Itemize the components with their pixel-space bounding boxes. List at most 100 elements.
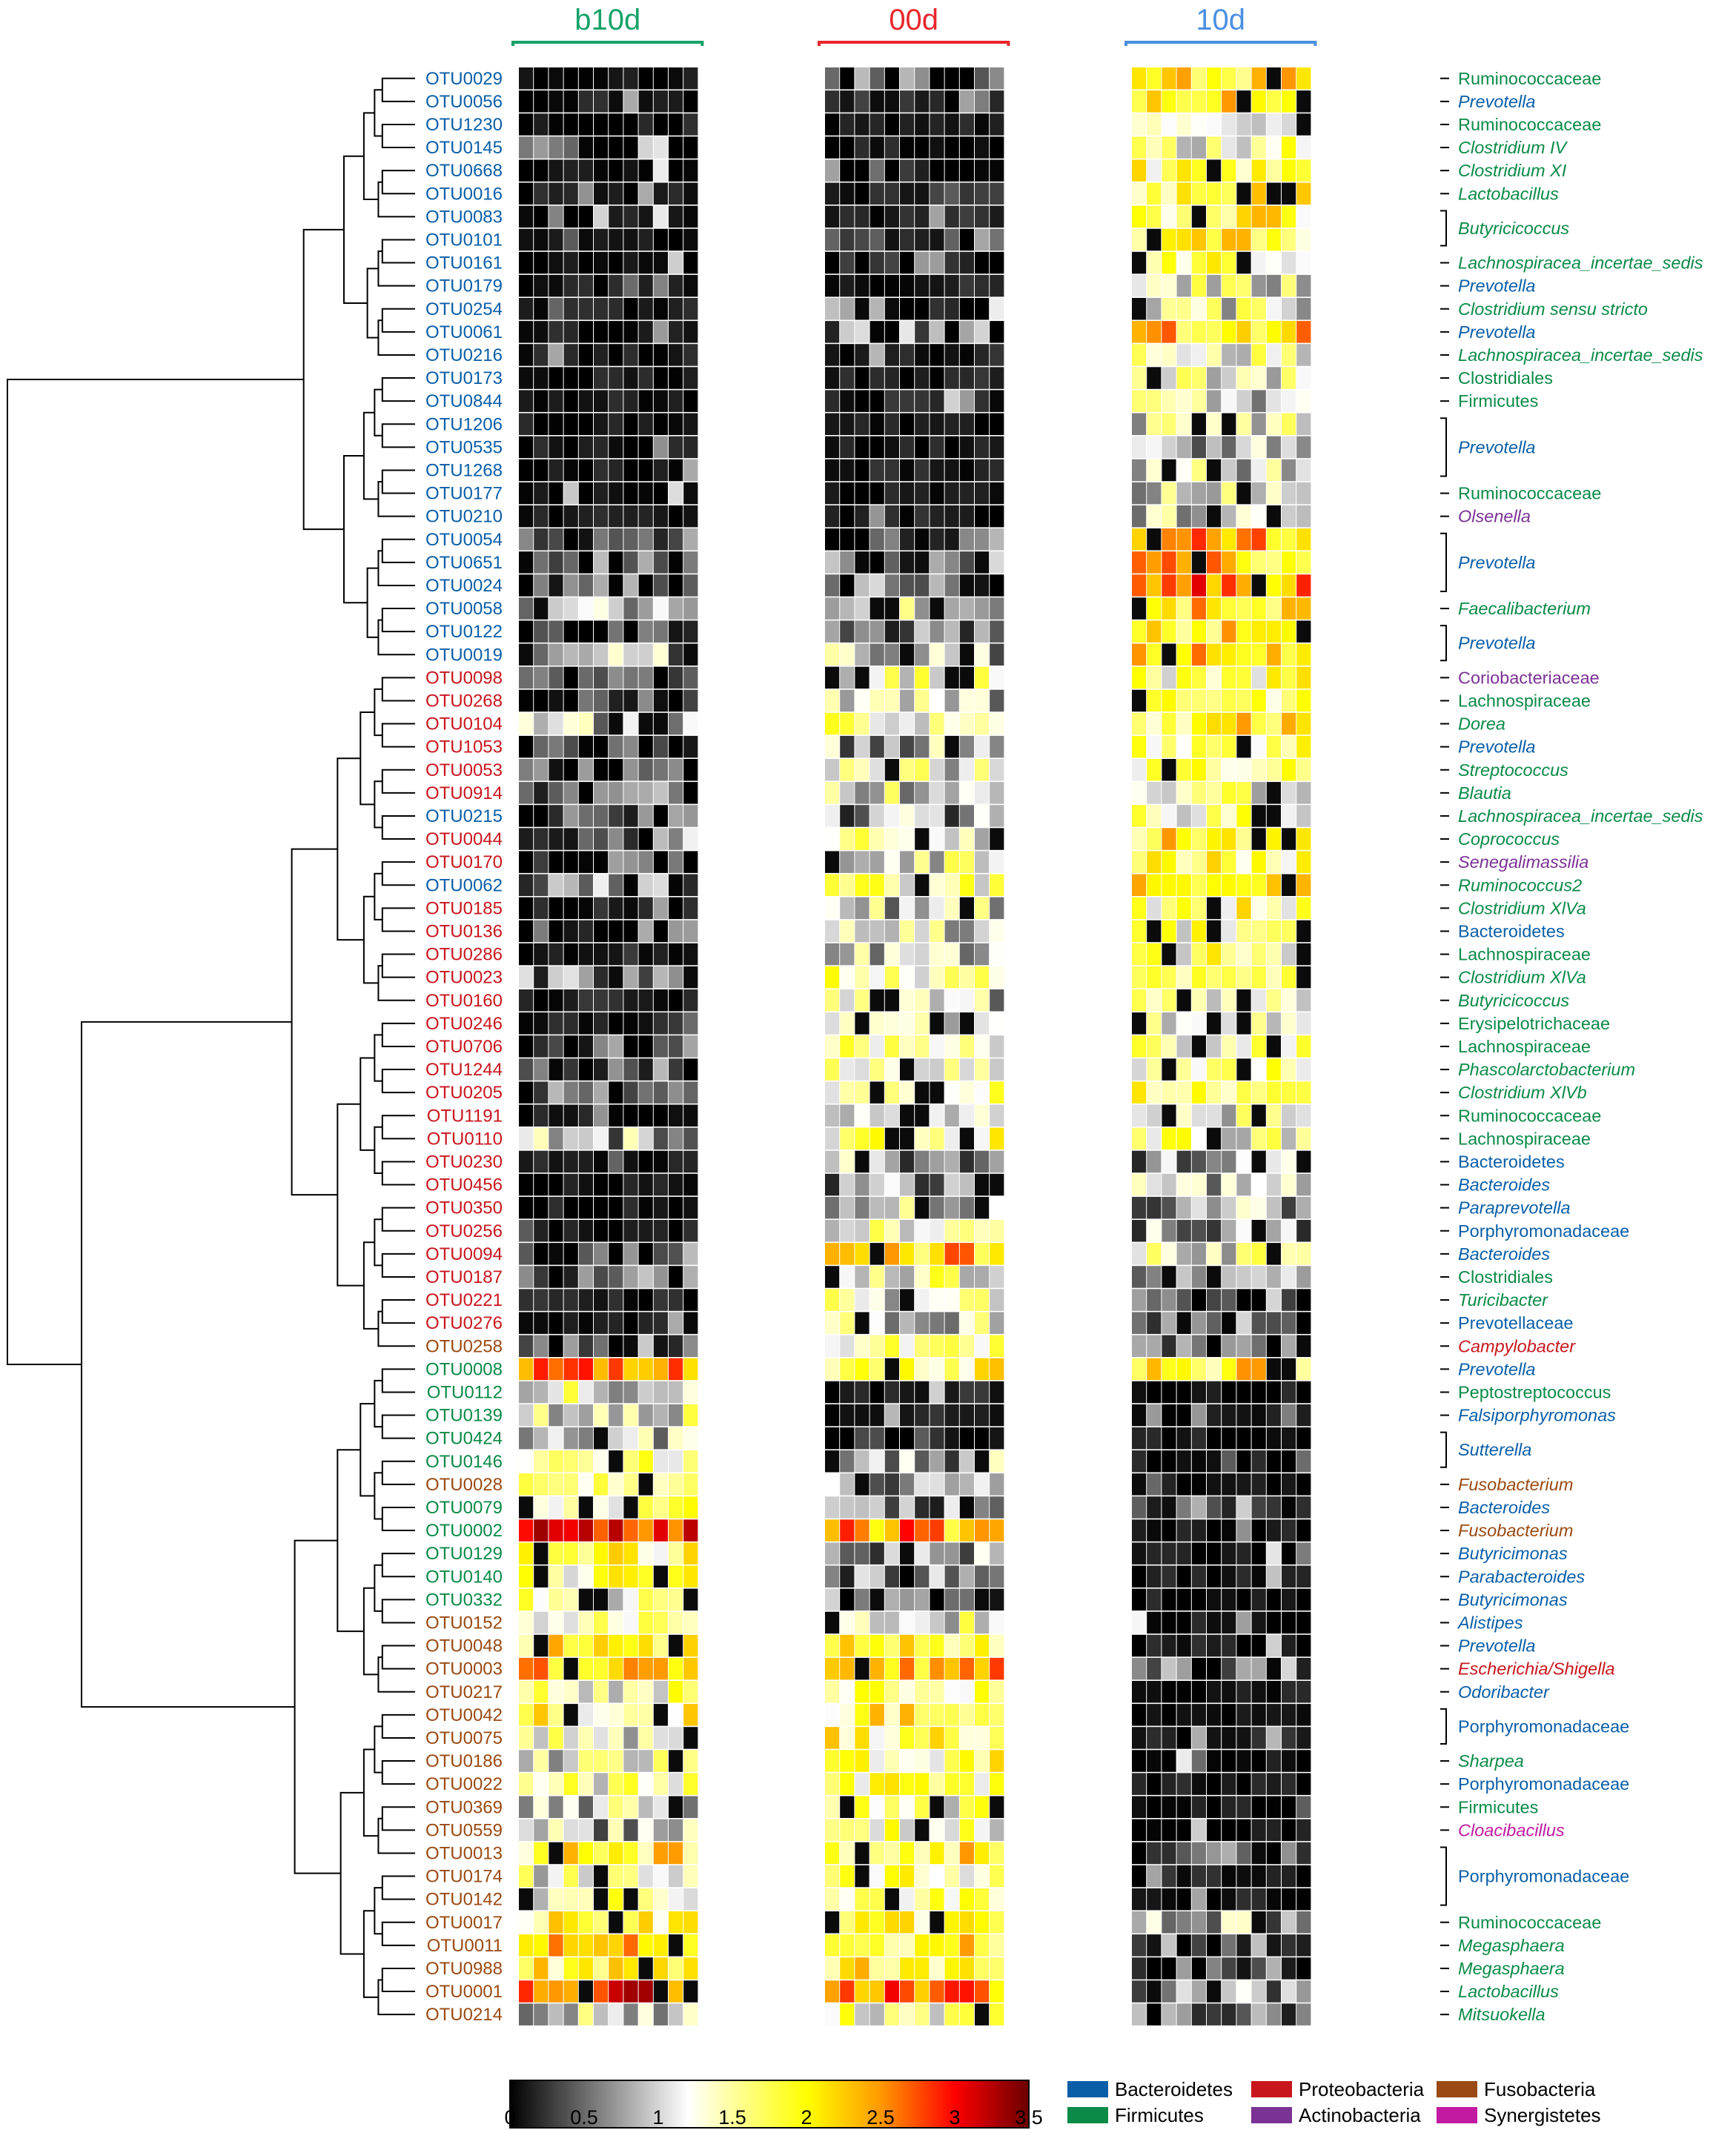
heatmap-cell xyxy=(944,344,959,366)
taxon-label: Lactobacillus xyxy=(1458,1982,1559,2001)
heatmap-cell xyxy=(855,897,869,920)
heatmap-cell xyxy=(900,735,915,758)
heatmap-cell xyxy=(594,1634,609,1657)
otu-label: OTU0028 xyxy=(425,1475,503,1495)
heatmap-cell xyxy=(1236,1727,1251,1749)
heatmap-cell xyxy=(869,689,884,712)
heatmap-cell xyxy=(1176,1381,1191,1404)
heatmap-cell xyxy=(1282,989,1296,1012)
heatmap-cell xyxy=(944,666,959,689)
heatmap-cell xyxy=(519,113,534,136)
heatmap-cell xyxy=(1282,1704,1296,1726)
heatmap-cell xyxy=(990,1565,1004,1587)
dendrogram-branch xyxy=(381,77,400,102)
heatmap-cell xyxy=(1191,1957,1206,1980)
heatmap-cell xyxy=(855,1220,869,1242)
heatmap-cell xyxy=(990,1312,1004,1334)
heatmap-cell xyxy=(534,712,549,735)
heatmap-cell xyxy=(1162,1127,1176,1150)
heatmap-cell xyxy=(1162,689,1176,712)
otu-label: OTU0246 xyxy=(425,1014,503,1034)
heatmap-cell xyxy=(884,390,899,412)
heatmap-cell xyxy=(623,1565,638,1587)
heatmap-cell xyxy=(549,1704,563,1726)
heatmap-cell xyxy=(1147,1727,1162,1749)
heatmap-cell xyxy=(683,182,698,205)
heatmap-cell xyxy=(1147,205,1162,228)
heatmap-cell xyxy=(855,1058,869,1081)
heatmap-cell xyxy=(594,367,609,389)
heatmap-cell xyxy=(683,1312,698,1334)
heatmap-cell xyxy=(915,1611,930,1634)
heatmap-cell xyxy=(1236,1496,1251,1519)
heatmap-cell xyxy=(1251,1865,1266,1888)
heatmap-cell xyxy=(900,1865,915,1888)
heatmap-cell xyxy=(669,1588,683,1611)
heatmap-cell xyxy=(534,1496,549,1519)
heatmap-cell xyxy=(855,367,869,389)
heatmap-cell xyxy=(519,1127,534,1150)
heatmap-cell xyxy=(1236,1681,1251,1703)
heatmap-cell xyxy=(1147,1980,1162,2003)
heatmap-cell xyxy=(990,643,1004,666)
heatmap-cell xyxy=(1176,436,1191,459)
heatmap-cell xyxy=(1191,2003,1206,2026)
heatmap-cell xyxy=(669,920,683,943)
heatmap-cell xyxy=(990,90,1004,113)
heatmap-cell xyxy=(975,1335,990,1357)
otu-label: OTU0011 xyxy=(427,1936,503,1956)
heatmap-cell xyxy=(1147,874,1162,896)
heatmap-cell xyxy=(1176,712,1191,735)
heatmap-cell xyxy=(534,2003,549,2026)
heatmap-cell xyxy=(900,1058,915,1081)
heatmap-cell xyxy=(1162,159,1176,182)
heatmap-cell xyxy=(653,136,668,159)
heatmap-cell xyxy=(959,1220,974,1242)
heatmap-cell xyxy=(944,1266,959,1288)
heatmap-cell xyxy=(638,1196,653,1219)
heatmap-cell xyxy=(563,1381,578,1404)
heatmap-cell xyxy=(1162,1312,1176,1334)
heatmap-cell xyxy=(683,482,698,505)
dendrogram-branch xyxy=(81,1021,295,1708)
heatmap-cell xyxy=(855,482,869,505)
heatmap-cell xyxy=(578,1519,593,1542)
heatmap-cell xyxy=(683,274,698,297)
heatmap-cell xyxy=(855,1335,869,1357)
heatmap-cell xyxy=(1296,805,1311,827)
heatmap-cell xyxy=(825,90,840,113)
otu-label: OTU0844 xyxy=(425,391,503,411)
heatmap-cell xyxy=(638,1150,653,1173)
heatmap-cell xyxy=(825,1496,840,1519)
otu-label: OTU0174 xyxy=(425,1867,503,1887)
heatmap-cell xyxy=(653,459,668,482)
heatmap-cell xyxy=(825,1888,840,1911)
heatmap-cell xyxy=(930,1035,944,1058)
heatmap-cell xyxy=(519,482,534,505)
heatmap-cell xyxy=(549,1496,563,1519)
heatmap-cell xyxy=(1282,228,1296,251)
heatmap-cell xyxy=(990,689,1004,712)
heatmap-cell xyxy=(1162,735,1176,758)
heatmap-cell xyxy=(1282,1081,1296,1104)
heatmap-cell xyxy=(549,920,563,943)
heatmap-cell xyxy=(990,1243,1004,1265)
heatmap-cell xyxy=(669,1404,683,1427)
otu-label: OTU1191 xyxy=(427,1106,503,1126)
heatmap-cell xyxy=(900,851,915,873)
otu-label: OTU0216 xyxy=(425,345,503,365)
dendrogram-branch xyxy=(381,1299,400,1324)
otu-label: OTU0104 xyxy=(425,714,503,734)
heatmap-cell xyxy=(653,1727,668,1749)
heatmap-cell xyxy=(1222,1127,1236,1150)
heatmap-cell xyxy=(1222,989,1236,1012)
heatmap-cell xyxy=(1222,966,1236,989)
heatmap-cell xyxy=(975,1035,990,1058)
heatmap-cell xyxy=(1222,1934,1236,1957)
heatmap-cell xyxy=(623,851,638,873)
heatmap-cell xyxy=(683,1081,698,1104)
heatmap-cell xyxy=(1251,1358,1266,1381)
dendrogram-branch xyxy=(381,1414,400,1439)
heatmap-cell xyxy=(884,1773,899,1795)
heatmap-cell xyxy=(855,1611,869,1634)
